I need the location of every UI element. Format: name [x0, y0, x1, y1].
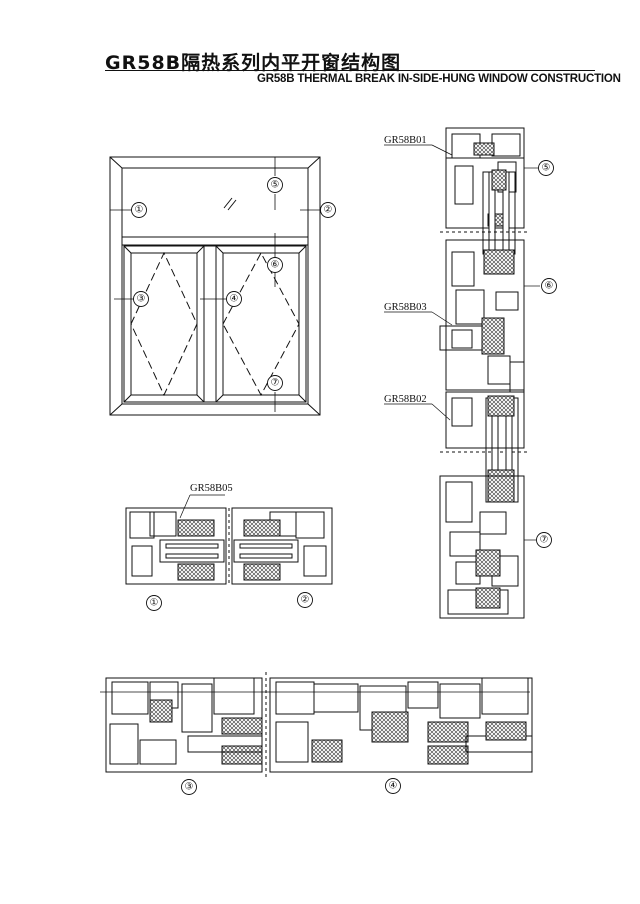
title-rule — [105, 70, 595, 71]
marker-1-circle — [131, 202, 147, 218]
marker-2-circle — [320, 202, 336, 218]
left-sash-outer — [123, 245, 205, 403]
marker-4-circle — [226, 291, 242, 307]
section-marker-6: ⑥ — [545, 281, 554, 292]
horizontal-section-1-2 — [125, 494, 333, 586]
outer-frame — [109, 156, 321, 416]
code-gr58b01: GR58B01 — [384, 135, 427, 146]
code-gr58b03: GR58B03 — [384, 302, 427, 313]
window-elevation — [109, 156, 322, 416]
marker-1-label: ① — [135, 205, 144, 216]
marker-5-circle — [267, 177, 283, 193]
marker-6-circle — [267, 257, 283, 273]
marker-4-label: ④ — [230, 294, 239, 305]
section-marker-1: ① — [150, 598, 159, 609]
top-frame-profile — [445, 127, 525, 229]
horizontal-section-3-4 — [100, 672, 533, 780]
left-sash-opening-diamond — [130, 251, 198, 397]
mullion — [203, 245, 217, 403]
marker-2-label: ② — [324, 205, 333, 216]
section-marker-4: ④ — [389, 781, 398, 792]
elevation-markers — [131, 177, 336, 391]
vertical-section — [384, 127, 540, 619]
marker-7-label: ⑦ — [271, 378, 280, 389]
marker-3-label: ③ — [137, 294, 146, 305]
marker-6-label: ⑥ — [271, 260, 280, 271]
section-marker-7: ⑦ — [540, 535, 549, 546]
code-gr58b02: GR58B02 — [384, 394, 427, 405]
inner-frame — [121, 167, 309, 405]
right-sash-inner — [222, 252, 300, 396]
right-sash-outer — [215, 245, 307, 403]
section-marker-2: ② — [301, 595, 310, 606]
marker-5-label: ⑤ — [271, 180, 280, 191]
title-english: GR58B THERMAL BREAK IN-SIDE-HUNG WINDOW … — [257, 73, 621, 85]
code-gr58b05: GR58B05 — [190, 483, 233, 494]
right-sash-opening-diamond — [222, 251, 300, 397]
marker-3-circle — [133, 291, 149, 307]
transom — [121, 236, 309, 246]
title-chinese: GR58B隔热系列内平开窗结构图 — [105, 52, 402, 74]
marker-7-circle — [267, 375, 283, 391]
left-sash-inner — [130, 252, 198, 396]
transom-profile — [445, 239, 525, 391]
bottom-frame-profile — [439, 475, 525, 619]
section-marker-3: ③ — [185, 782, 194, 793]
section-marker-5: ⑤ — [542, 163, 551, 174]
